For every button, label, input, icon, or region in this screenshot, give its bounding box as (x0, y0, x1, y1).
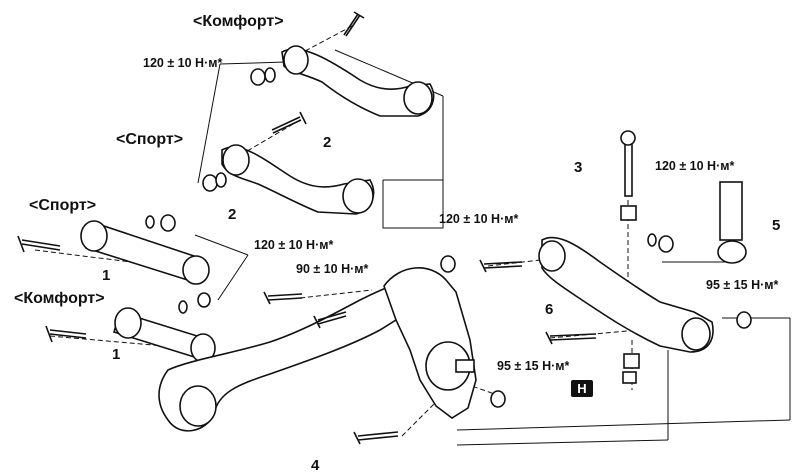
box-frame-upper (382, 179, 444, 229)
bolt (353, 431, 399, 445)
washer (647, 233, 657, 247)
hub-stud (455, 359, 475, 373)
axis (49, 335, 211, 351)
bolt (479, 259, 523, 273)
torque-label: 120 ± 10 Н·м* (254, 238, 334, 252)
nut (622, 371, 637, 384)
variant-label-sport: <Спорт> (116, 131, 184, 148)
upper-arm-comfort (281, 48, 435, 117)
leader-line (456, 439, 669, 446)
part-number-label: 5 (772, 217, 781, 234)
bolt (45, 325, 87, 343)
part-number-label: 4 (311, 457, 320, 474)
nut (490, 390, 506, 408)
leader-line (197, 63, 221, 184)
variant-label-sport: <Спорт> (29, 197, 97, 214)
leader-line (194, 234, 249, 256)
guide-lines (194, 49, 791, 446)
part-number-label: 2 (323, 134, 332, 151)
nut (658, 235, 674, 253)
shock-absorber-eye (717, 240, 747, 264)
spacer (623, 353, 640, 369)
bolt (271, 111, 307, 134)
leader-line (217, 254, 249, 301)
part-number-label: 1 (112, 346, 121, 363)
bolt (263, 291, 303, 305)
bushing (403, 81, 433, 115)
leader-line (219, 61, 287, 65)
bushing (681, 317, 711, 351)
nut (736, 311, 752, 329)
axis (401, 397, 441, 437)
nut (202, 174, 218, 192)
washer (264, 67, 276, 83)
bolt (313, 311, 347, 329)
stabilizer-link-ball (620, 130, 636, 146)
nut (440, 255, 456, 273)
variant-label-comfort: <Комфорт> (14, 290, 105, 307)
part-number-label: 1 (102, 267, 111, 284)
nut (197, 292, 211, 308)
leader-line (456, 419, 791, 431)
stabilizer-bushing (620, 205, 637, 221)
bushing (80, 220, 108, 252)
torque-label: 95 ± 15 Н·м* (497, 359, 570, 373)
torque-label: 120 ± 10 Н·м* (655, 159, 735, 173)
axis (34, 249, 196, 271)
bolt (545, 331, 597, 345)
special-tool-badge: H (571, 380, 593, 397)
bushing (538, 240, 566, 272)
bolts (17, 11, 597, 445)
washer (145, 215, 155, 229)
part-number-label: 6 (545, 301, 554, 318)
stabilizer-link (624, 139, 633, 197)
knuckle (383, 267, 477, 419)
torque-label: 120 ± 10 Н·м* (439, 212, 519, 226)
axis (299, 289, 373, 299)
nut (250, 68, 266, 86)
bushing (283, 45, 309, 75)
trailing-arm-bushing (179, 385, 217, 427)
bushing (222, 144, 250, 176)
nut (160, 214, 176, 232)
torque-label: 120 ± 10 Н·м* (143, 56, 223, 70)
shock-absorber (719, 181, 743, 241)
bushing (114, 307, 142, 339)
part-number-label: 2 (228, 206, 237, 223)
washer (178, 300, 188, 314)
trailing-arm (158, 276, 421, 432)
bolt (17, 235, 61, 253)
bushing (342, 178, 374, 214)
torque-label: 90 ± 10 Н·м* (296, 262, 369, 276)
lower-control-arm (541, 236, 714, 353)
bushing (182, 255, 210, 285)
part-number-label: 3 (574, 159, 583, 176)
bolt (343, 11, 365, 37)
washer (215, 172, 227, 188)
torque-label: 95 ± 15 Н·м* (706, 278, 779, 292)
variant-label-comfort: <Комфорт> (193, 13, 284, 30)
